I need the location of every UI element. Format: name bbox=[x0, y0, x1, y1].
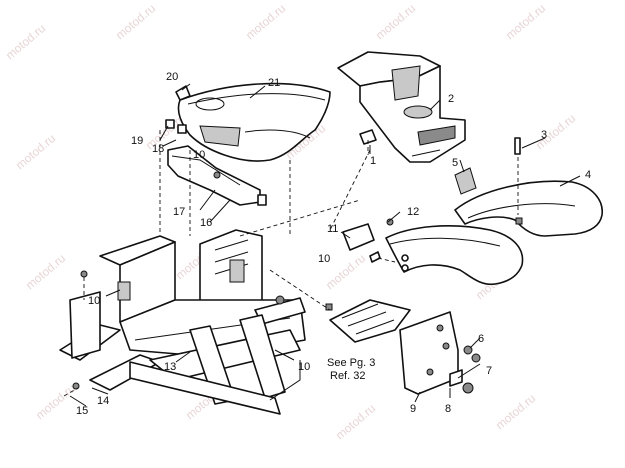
callout-3: 3 bbox=[541, 129, 547, 141]
part-rear-fender bbox=[454, 137, 603, 237]
watermark-text: motod.ru bbox=[3, 21, 48, 62]
callout-labels: 21 2 1 4 3 19 18 10 20 17 16 11 12 5 10 … bbox=[76, 71, 591, 417]
callout-10-right: 10 bbox=[318, 253, 330, 265]
part-decal bbox=[454, 167, 477, 195]
callout-16: 16 bbox=[200, 217, 212, 229]
callout-14: 14 bbox=[97, 395, 109, 407]
callout-1: 1 bbox=[370, 155, 376, 167]
part-reflector bbox=[342, 223, 375, 251]
callout-10-bottom: 10 bbox=[298, 361, 310, 373]
callout-13: 13 bbox=[164, 361, 176, 373]
note-reference: Ref. 32 bbox=[330, 370, 365, 382]
part-chassis-frame bbox=[59, 229, 306, 415]
watermark-text: motod.ru bbox=[533, 111, 578, 152]
watermark-text: motod.ru bbox=[493, 391, 538, 432]
part-front-cover bbox=[177, 82, 331, 162]
watermark-text: motod.ru bbox=[33, 381, 78, 422]
part-hardware-left bbox=[63, 270, 88, 397]
part-footrest bbox=[325, 299, 411, 343]
callout-9: 9 bbox=[410, 403, 416, 415]
part-bracket-1 bbox=[359, 129, 377, 155]
callout-12: 12 bbox=[407, 206, 419, 218]
part-console bbox=[337, 51, 466, 163]
watermark-text: motod.ru bbox=[113, 1, 158, 42]
callout-7: 7 bbox=[486, 365, 492, 377]
part-headlight-bracket bbox=[167, 145, 267, 206]
callout-17: 17 bbox=[173, 206, 185, 218]
callout-19: 19 bbox=[131, 135, 143, 147]
part-clip bbox=[175, 85, 191, 101]
leader-lines bbox=[159, 130, 371, 311]
part-front-fender bbox=[385, 218, 524, 286]
watermark-text: motod.ru bbox=[333, 401, 378, 442]
part-screw-right bbox=[369, 251, 396, 263]
callout-15: 15 bbox=[76, 405, 88, 417]
callout-10-left: 10 bbox=[88, 295, 100, 307]
watermark-text: motod.ru bbox=[23, 251, 68, 292]
callout-11: 11 bbox=[327, 223, 338, 235]
watermark-text: motod.ru bbox=[13, 131, 58, 172]
callout-8: 8 bbox=[445, 403, 451, 415]
callout-2: 2 bbox=[448, 93, 454, 105]
callout-21: 21 bbox=[268, 77, 280, 89]
callout-6: 6 bbox=[478, 333, 484, 345]
callout-18: 18 bbox=[152, 143, 164, 155]
callout-20: 20 bbox=[166, 71, 178, 83]
part-hardware-right bbox=[449, 345, 481, 394]
watermark-text: motod.ru bbox=[243, 1, 288, 42]
watermark-text: motod.ru bbox=[373, 1, 418, 42]
callout-10: 10 bbox=[193, 149, 205, 161]
callout-5: 5 bbox=[452, 157, 458, 169]
callout-4: 4 bbox=[585, 169, 591, 181]
callout-leaders bbox=[69, 83, 581, 407]
note-see-page: See Pg. 3 bbox=[327, 357, 375, 369]
watermark-text: motod.ru bbox=[503, 1, 548, 42]
